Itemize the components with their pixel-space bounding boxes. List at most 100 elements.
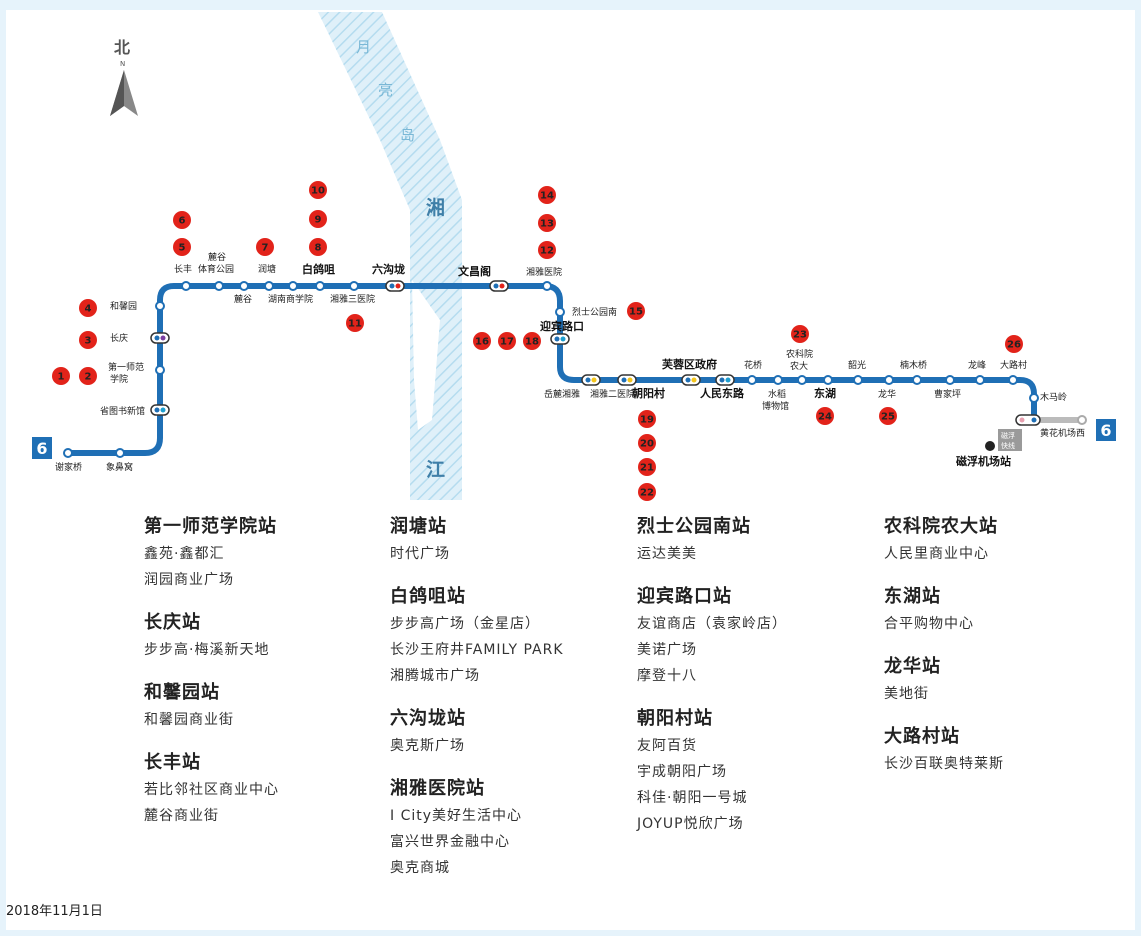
station-donghu: 东湖 [814,386,836,400]
poi-marker-16 [473,332,491,350]
station-renmindonglu: 人民东路 [700,386,745,400]
station-baigezui: 白鸽咀 [302,262,335,276]
poi-marker-label-15: 15 [629,307,643,318]
legend-section: 长丰站 若比邻社区商业中心 麓谷商业街 [144,748,394,826]
legend-section: 迎宾路口站 友谊商店（袁家岭店） 美诺广场 摩登十八 [637,582,887,686]
metro-map: 月 亮 岛 湘 江 北 N 6 6 [32,12,1116,501]
legend-title: 和馨园站 [144,682,220,703]
poi-marker-18 [523,332,541,350]
poi-marker-8 [309,238,327,256]
legend-section: 湘雅医院站 I City美好生活中心 富兴世界金融中心 奥克商城 [390,774,640,878]
legend-section: 第一师范学院站 鑫苑·鑫都汇 润园商业广场 [144,512,394,590]
poi-marker-26 [1005,335,1023,353]
poi-marker-label-24: 24 [818,412,832,423]
station-longhua: 龙华 [878,388,896,400]
station-diyishifan-1: 第一师范 [108,361,144,373]
station-xiangya-yiyuan: 湘雅医院 [526,266,562,278]
poi-marker-label-13: 13 [540,219,554,230]
station-huaqiao: 花桥 [744,359,762,371]
poi-marker-20 [638,434,656,452]
islet-char-1: 月 [356,38,371,56]
legend-item: 科佳·朝阳一号城 [637,790,748,806]
poi-marker-22 [638,483,656,501]
station-dalucun: 大路村 [1000,359,1027,371]
station-runtang: 润塘 [258,263,276,275]
line-badge-left [32,437,52,459]
legend-item: 步步高·梅溪新天地 [144,642,270,658]
poi-marker-label-2: 2 [85,372,92,383]
legend-section: 六沟垅站 奥克斯广场 [390,704,640,756]
poi-marker-6 [173,211,191,229]
poi-marker-label-9: 9 [315,215,322,226]
poi-marker-21 [638,458,656,476]
poi-marker-24 [816,407,834,425]
station-nanmuqiao: 楠木桥 [900,359,927,371]
islet-char-2: 亮 [378,81,393,99]
legend-item: 麓谷商业街 [144,808,219,824]
legend-title: 润塘站 [390,516,447,537]
legend-item: 时代广场 [390,546,450,562]
legend-item: 润园商业广场 [144,572,234,588]
station-cifu-jichang: 磁浮机场站 [956,454,1011,468]
station-xiangya-sanyiyuan: 湘雅三医院 [330,293,375,305]
interchange-dots [150,280,1041,426]
poi-marker-15 [627,302,645,320]
date-stamp: 2018年11月1日 [6,904,103,919]
legend-item: 和馨园商业街 [144,712,234,728]
station-shuidao-1: 水稻 [768,388,786,400]
legend-title: 六沟垅站 [390,708,466,729]
poi-marker-label-11: 11 [348,319,362,330]
station-furongquzhengfu: 芙蓉区政府 [661,357,717,371]
poi-marker-label-1: 1 [58,372,65,383]
poi-marker-label-6: 6 [179,216,186,227]
legend-item: 若比邻社区商业中心 [144,782,279,798]
poi-marker-1 [52,367,70,385]
legend-title: 朝阳村站 [637,708,713,729]
poi-marker-label-20: 20 [640,439,654,450]
station-xiangya-eryiyuan: 湘雅二医院 [590,388,635,400]
legend-item: 友阿百货 [637,738,697,754]
station-hexinyuan: 和馨园 [110,300,137,312]
poi-marker-label-26: 26 [1007,340,1021,351]
station-yingbinlukou: 迎宾路口 [540,319,584,333]
poi-marker-label-3: 3 [85,336,92,347]
airport-icon [985,441,995,451]
legend-section: 农科院农大站 人民里商业中心 [884,512,1134,564]
poi-marker-label-21: 21 [640,463,654,474]
poi-marker-label-7: 7 [262,243,269,254]
cifu-badge-2: 快线 [1001,441,1015,450]
legend-section: 白鸽咀站 步步高广场（金星店） 长沙王府井FAMILY PARK 湘腾城市广场 [390,582,640,686]
legend-item: 步步高广场（金星店） [390,616,540,632]
poi-marker-label-25: 25 [881,412,895,423]
legend-col-1: 第一师范学院站 鑫苑·鑫都汇 润园商业广场 长庆站 步步高·梅溪新天地 和馨园站… [144,512,394,844]
legend-item: I City美好生活中心 [390,808,523,824]
legend-item: 宇成朝阳广场 [637,764,727,780]
legend-item: 湘腾城市广场 [390,668,480,684]
legend-section: 东湖站 合平购物中心 [884,582,1134,634]
river-char-2: 江 [426,459,445,481]
station-lugu: 麓谷 [234,293,252,305]
compass-sub: N [120,60,125,68]
station-shengtushuguan: 省图书新馆 [100,405,145,417]
legend-title: 农科院农大站 [884,516,998,537]
legend-col-4: 农科院农大站 人民里商业中心 东湖站 合平购物中心 龙华站 美地街 大路村站 长… [884,512,1134,792]
station-liugoulong: 六沟垅 [372,262,405,276]
poi-marker-4 [79,299,97,317]
islet-char-3: 岛 [400,126,415,144]
legend-item: 运达美美 [637,546,697,562]
station-lugu-tiyu-1: 麓谷 [208,251,226,263]
station-changqing: 长庆 [110,332,128,344]
poi-marker-9 [309,210,327,228]
legend-item: 鑫苑·鑫都汇 [144,546,225,562]
station-yuelu-left: 岳麓湘雅 [544,388,580,400]
cifu-badge-1: 磁浮 [1001,431,1015,440]
station-xiangfuwo: 象鼻窝 [106,461,133,473]
cifu-badge [998,429,1022,451]
poi-marker-label-17: 17 [500,337,514,348]
poi-marker-19 [638,410,656,428]
poi-marker-7 [256,238,274,256]
legend-title: 大路村站 [884,726,960,747]
poi-marker-label-12: 12 [540,246,554,257]
legend-item: 长沙百联奥特莱斯 [884,756,1004,772]
poi-marker-label-4: 4 [85,304,92,315]
